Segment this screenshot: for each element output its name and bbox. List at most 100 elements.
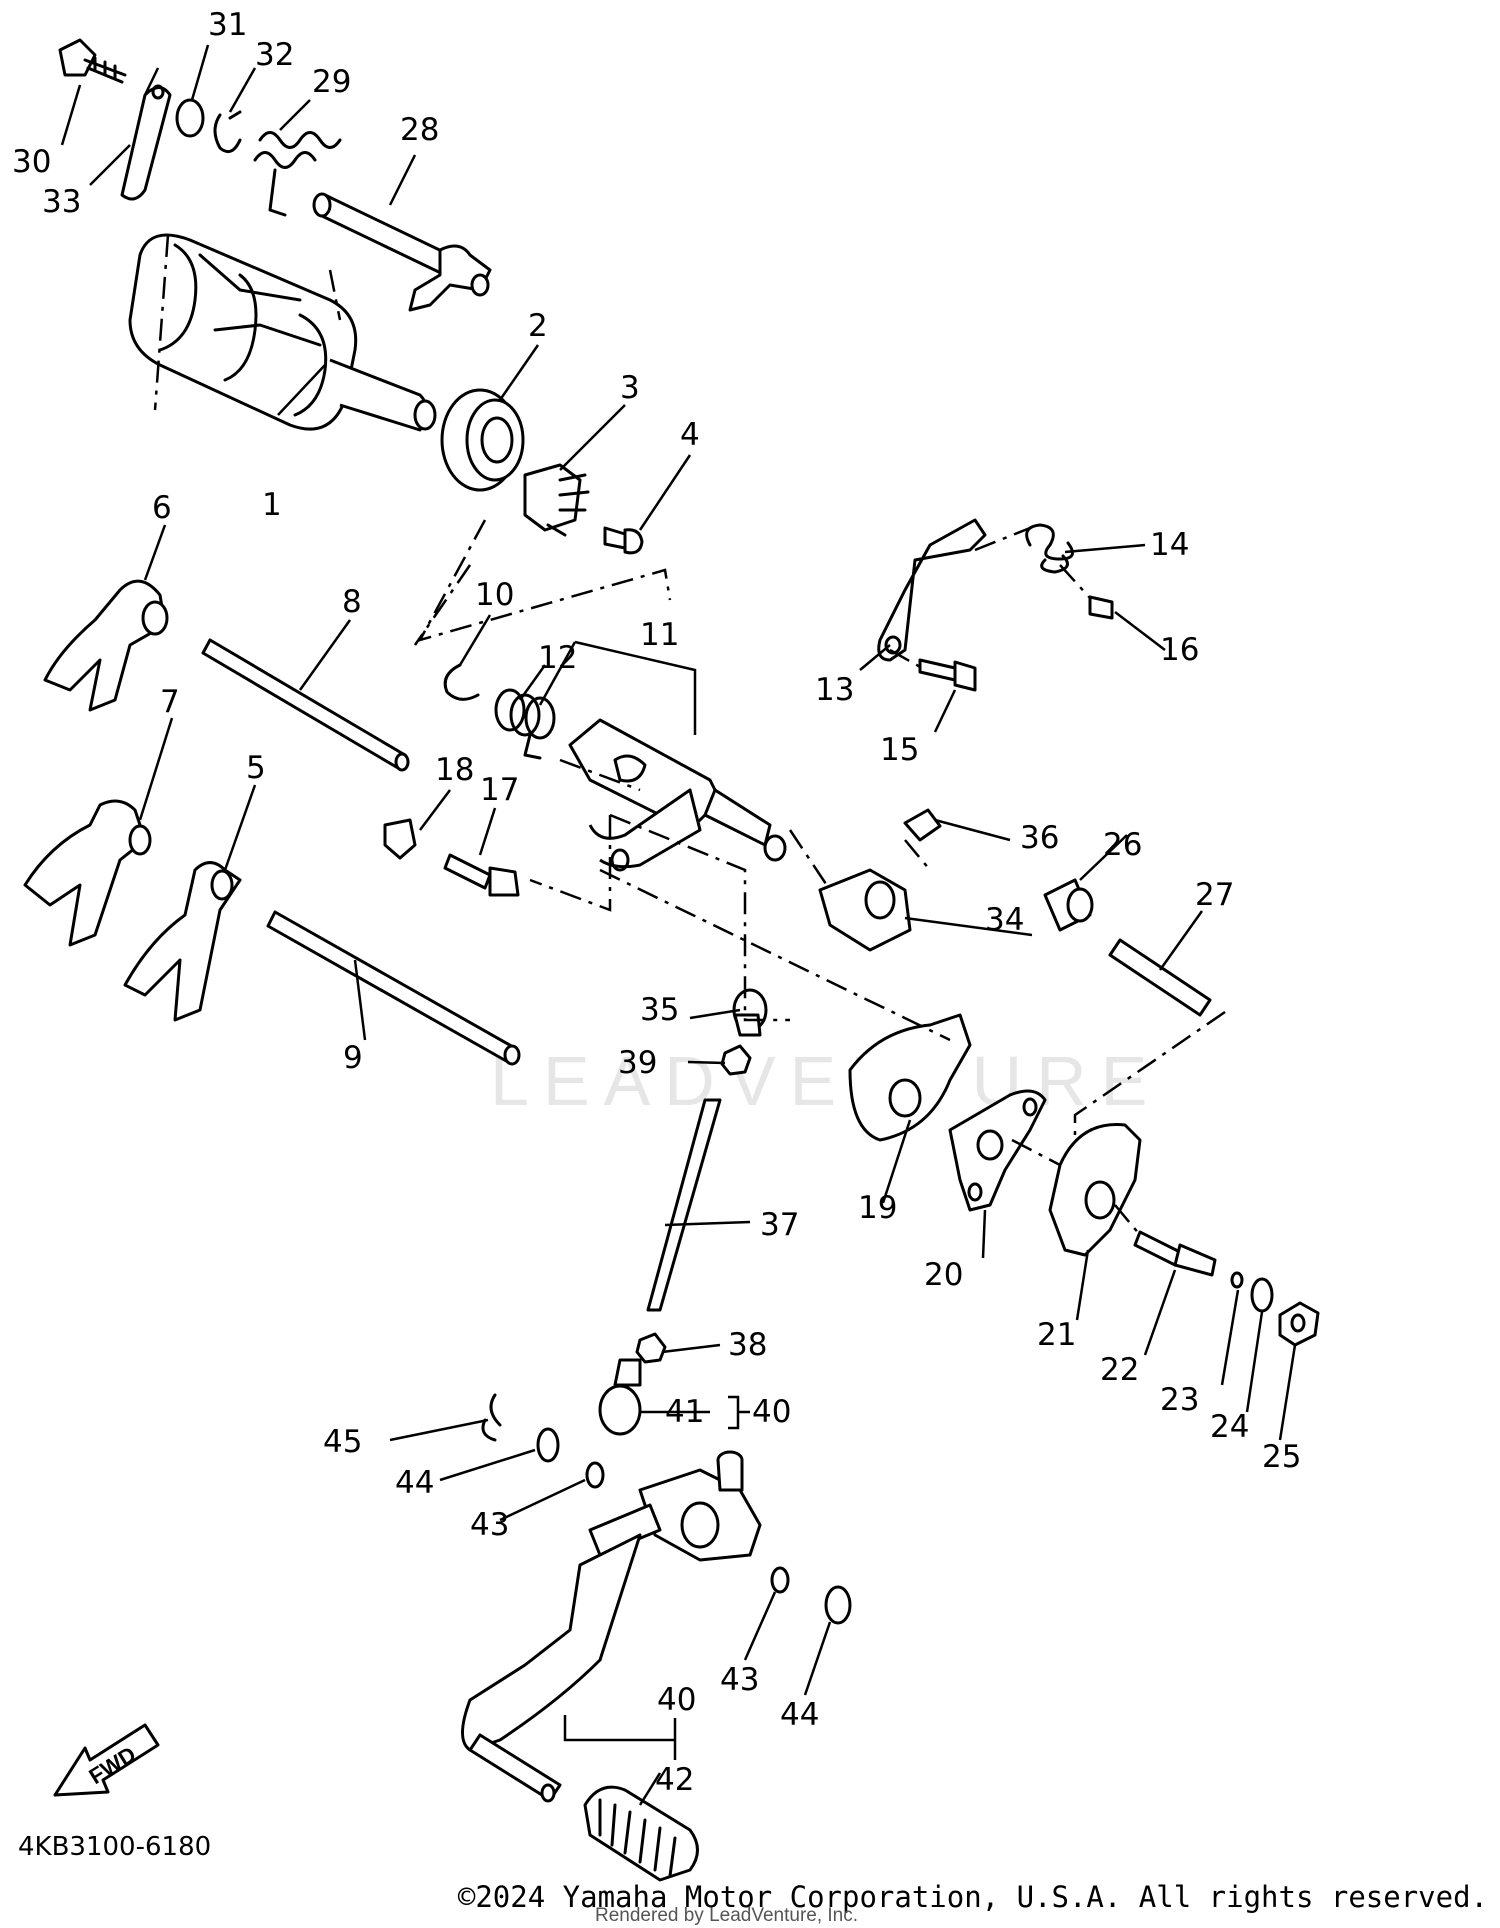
callout-23: 23	[1160, 1382, 1199, 1418]
callout-27: 27	[1195, 877, 1234, 913]
diagram-code: 4KB3100-6180	[18, 1832, 211, 1862]
part-fork-6	[43, 579, 169, 712]
callout-44-b: 44	[780, 1697, 819, 1733]
callout-31: 31	[208, 7, 247, 43]
part-clip-45	[481, 1393, 502, 1442]
part-rod-end-35	[732, 988, 768, 1037]
callout-20: 20	[924, 1257, 963, 1293]
part-washer-31	[175, 98, 205, 138]
part-circlip-10	[443, 663, 480, 701]
callout-39: 39	[618, 1045, 657, 1081]
callout-15: 15	[880, 732, 919, 768]
callout-28: 28	[400, 112, 439, 148]
callout-10: 10	[475, 577, 514, 613]
part-shift-shaft	[312, 192, 492, 312]
callout-26: 26	[1103, 827, 1142, 863]
callout-34: 34	[985, 902, 1024, 938]
callout-4: 4	[680, 417, 700, 453]
part-spring-12	[494, 688, 556, 760]
callout-41: 41	[665, 1394, 704, 1430]
callout-35: 35	[640, 992, 679, 1028]
callout-30: 30	[12, 144, 51, 180]
callout-37: 37	[760, 1207, 799, 1243]
callout-43-b: 43	[720, 1662, 759, 1698]
callout-16: 16	[1160, 632, 1199, 668]
part-stopper-lever-13	[877, 518, 987, 662]
callout-33: 33	[42, 184, 81, 220]
callout-29: 29	[312, 64, 351, 100]
part-guide-bar-9	[266, 910, 521, 1066]
part-nut-25	[1278, 1301, 1320, 1347]
part-housing-21	[1048, 1123, 1142, 1257]
part-fork-7	[23, 799, 152, 947]
callout-44-a: 44	[395, 1465, 434, 1501]
part-pin-17	[443, 853, 520, 897]
callout-labels: 1 2 3 4 5 6 7 8 9 10 11 12 13 14 15 16 1…	[12, 7, 1301, 1798]
part-screw-4	[603, 526, 644, 555]
part-shift-rod-37	[646, 1098, 722, 1312]
callout-6: 6	[152, 490, 172, 526]
callout-11: 11	[640, 617, 679, 653]
callout-43-a: 43	[470, 1507, 509, 1543]
callout-21: 21	[1037, 1317, 1076, 1353]
part-shift-drum	[128, 233, 437, 432]
part-bolt-36	[903, 808, 942, 842]
part-spring-14	[1025, 523, 1074, 574]
callout-12: 12	[538, 640, 577, 676]
callout-45: 45	[323, 1424, 362, 1460]
part-bolt-16	[1088, 595, 1114, 620]
callout-19: 19	[858, 1190, 897, 1226]
part-clip-32	[213, 110, 242, 154]
part-shift-pedal-40	[461, 1450, 762, 1803]
fwd-arrow-icon: FWD	[53, 1723, 160, 1797]
part-fork-5	[123, 861, 242, 1022]
part-washer-44-b	[824, 1585, 852, 1625]
callout-38: 38	[728, 1327, 767, 1363]
part-bolt-15	[918, 658, 977, 692]
callout-8: 8	[342, 584, 362, 620]
part-oring-43-a	[585, 1461, 605, 1489]
part-plate-19	[848, 1013, 972, 1142]
callout-18: 18	[435, 752, 474, 788]
callout-13: 13	[815, 672, 854, 708]
callout-17: 17	[480, 772, 519, 808]
callout-40-bottom: 40	[657, 1682, 696, 1718]
callout-40-top: 40	[752, 1394, 791, 1430]
part-clamp-34	[818, 868, 912, 952]
part-arm-33	[120, 84, 172, 201]
part-spring-29	[253, 131, 342, 217]
part-plate-20	[948, 1089, 1047, 1212]
callout-leaders	[60, 44, 1297, 1806]
part-joint-41	[598, 1358, 642, 1436]
part-washer-24	[1250, 1277, 1274, 1313]
part-pin-22	[1133, 1230, 1217, 1277]
part-oring-23	[1230, 1271, 1244, 1289]
callout-14: 14	[1150, 527, 1189, 563]
callout-32: 32	[255, 37, 294, 73]
copyright-text: ©2024 Yamaha Motor Corporation, U.S.A. A…	[457, 1880, 1488, 1914]
part-bearing-2	[440, 388, 525, 492]
part-clip-18	[383, 818, 417, 860]
callout-2: 2	[528, 308, 548, 344]
part-bush-26	[1043, 878, 1094, 932]
part-guide-bar-8	[201, 638, 410, 772]
part-washer-44-a	[536, 1427, 560, 1463]
part-nut-38	[635, 1332, 667, 1364]
callout-42: 42	[655, 1762, 694, 1798]
part-bolt-30	[58, 38, 127, 84]
part-segment-3	[523, 463, 590, 537]
callout-1: 1	[262, 487, 282, 523]
part-pedal-rubber-42	[583, 1785, 699, 1882]
callout-24: 24	[1210, 1409, 1249, 1445]
callout-3: 3	[620, 370, 640, 406]
callout-25: 25	[1262, 1439, 1301, 1475]
callout-22: 22	[1100, 1352, 1139, 1388]
watermark: LEADVENTURE	[490, 1042, 1147, 1120]
assembly-lines	[153, 234, 1226, 1236]
callout-7: 7	[160, 684, 180, 720]
callout-36: 36	[1020, 820, 1059, 856]
callout-5: 5	[246, 750, 266, 786]
rendered-by-text: Rendered by LeadVenture, Inc.	[595, 1905, 859, 1926]
part-pin-27	[1108, 938, 1212, 1017]
